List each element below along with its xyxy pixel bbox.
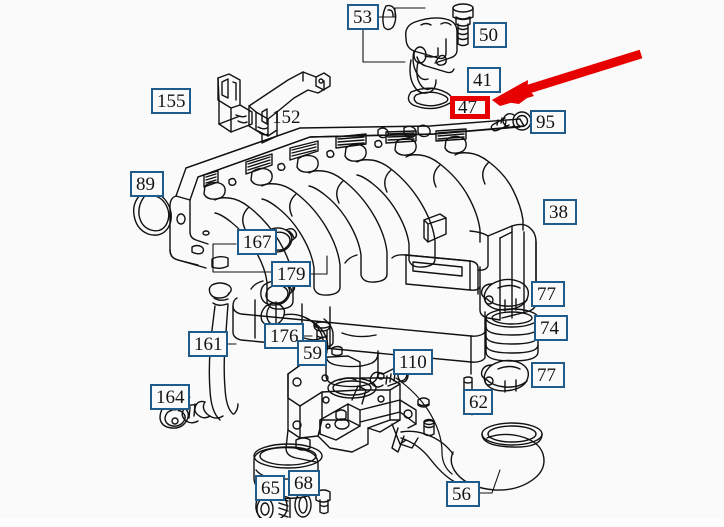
part-155-bracket <box>217 73 253 133</box>
callout-50[interactable]: 50 <box>473 22 507 48</box>
red-arrow-annotation <box>492 49 643 106</box>
callout-label: 65 <box>261 477 280 499</box>
callout-label: 59 <box>303 342 322 364</box>
callout-77b[interactable]: 77 <box>531 362 565 388</box>
callout-77[interactable]: 77 <box>531 281 565 307</box>
callout-89[interactable]: 89 <box>130 171 164 197</box>
callout-label: 41 <box>473 69 492 91</box>
callout-62[interactable]: 62 <box>463 389 493 415</box>
callout-41[interactable]: 41 <box>467 67 501 93</box>
callout-label: 161 <box>194 333 223 355</box>
bolt-near-68 <box>315 489 331 515</box>
callout-label: 152 <box>272 106 301 128</box>
callout-179[interactable]: 179 <box>271 261 311 287</box>
lower-manifold-housing <box>253 355 419 500</box>
callout-label: 56 <box>452 483 471 505</box>
callout-label: 53 <box>353 6 372 28</box>
part-77-lower-clamp <box>480 359 530 393</box>
callout-152[interactable]: 152 <box>272 104 312 130</box>
part-161-hose <box>181 282 239 424</box>
part-38-intake-manifold <box>169 118 537 388</box>
part-50-bolt <box>452 3 474 47</box>
part-41-bracket <box>405 17 458 94</box>
callout-53[interactable]: 53 <box>347 4 379 30</box>
callout-161[interactable]: 161 <box>188 331 228 357</box>
callout-56[interactable]: 56 <box>446 481 480 507</box>
callout-label: 38 <box>549 201 568 223</box>
callout-label: 95 <box>536 111 555 133</box>
callout-label: 77 <box>537 283 556 305</box>
callout-label: 68 <box>294 472 313 494</box>
callout-label: 164 <box>156 386 185 408</box>
callout-label: 167 <box>243 231 272 253</box>
callout-label: 176 <box>270 325 299 347</box>
callout-167[interactable]: 167 <box>237 229 277 255</box>
callout-47[interactable]: 47 <box>450 96 490 119</box>
callout-label: 62 <box>469 391 488 413</box>
callout-label: 77 <box>537 364 556 386</box>
part-152-bracket-arm <box>248 71 331 144</box>
callout-59[interactable]: 59 <box>297 340 327 366</box>
callout-164[interactable]: 164 <box>150 384 190 410</box>
callout-label: 89 <box>136 173 155 195</box>
callout-155[interactable]: 155 <box>151 88 191 114</box>
callout-74[interactable]: 74 <box>534 315 568 341</box>
callout-38[interactable]: 38 <box>543 199 577 225</box>
manifold-left-detail <box>202 230 229 269</box>
callout-label: 50 <box>479 24 498 46</box>
callout-label: 47 <box>458 97 477 118</box>
part-56-duct <box>400 422 545 491</box>
part-53-clip <box>382 4 397 31</box>
bottom-edge-strip <box>0 518 724 527</box>
callout-label: 179 <box>277 263 306 285</box>
callout-95[interactable]: 95 <box>530 110 566 134</box>
callout-label: 155 <box>157 90 186 112</box>
plenum-bolt <box>331 345 343 357</box>
callout-label: 74 <box>540 317 559 339</box>
callout-label: 110 <box>399 351 427 373</box>
callout-68[interactable]: 68 <box>288 470 320 496</box>
vacuum-line <box>395 377 453 475</box>
callout-65[interactable]: 65 <box>255 475 285 501</box>
callout-110[interactable]: 110 <box>393 349 433 375</box>
